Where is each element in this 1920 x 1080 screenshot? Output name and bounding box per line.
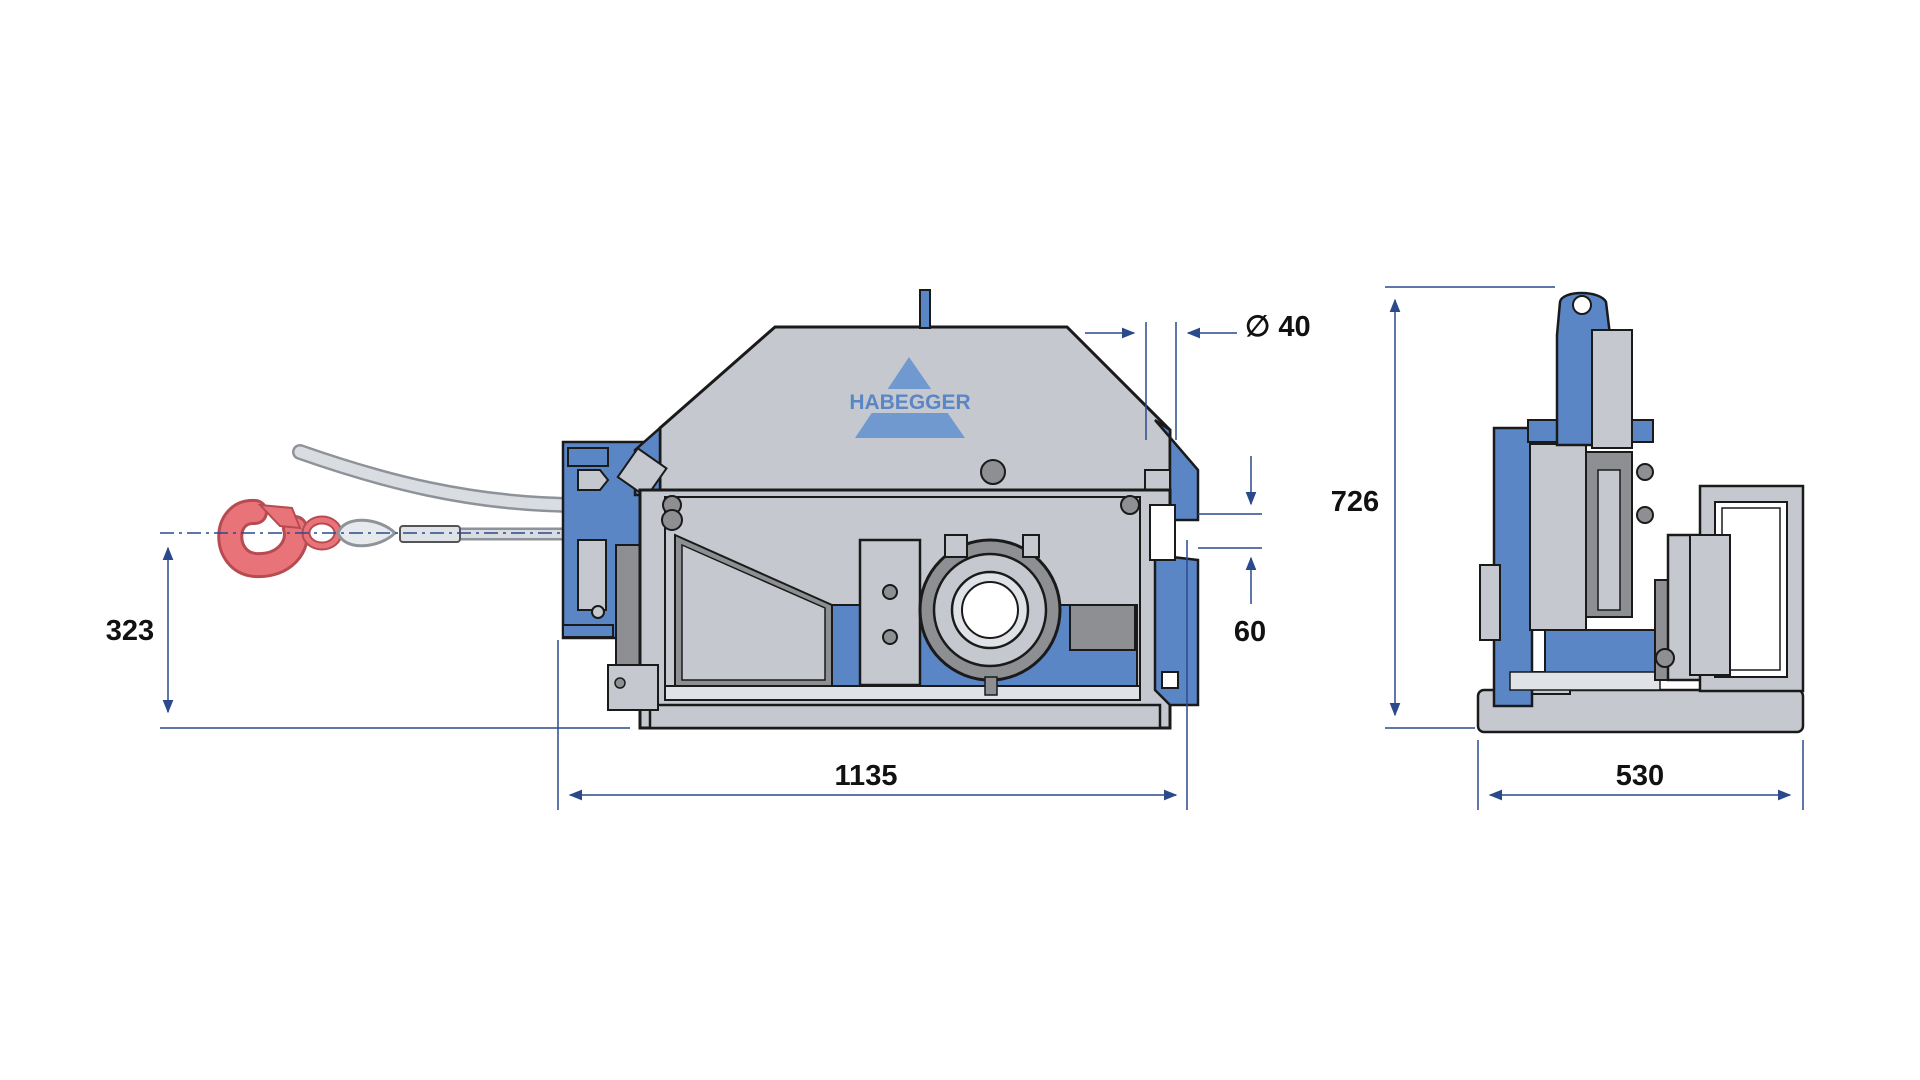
logo-text: HABEGGER [849,391,970,414]
dim-overall-length: 1135 [835,760,898,792]
lower-frame [607,488,1200,730]
dim-overall-height: 726 [1331,486,1379,518]
drive-gear [918,534,1062,696]
side-view [1476,291,1805,734]
front-view: HABEGGER [217,289,1200,730]
dim-inlet-height: 60 [1234,616,1266,648]
dim-overall-width: 530 [1616,760,1664,792]
habegger-logo: HABEGGER [845,357,975,438]
wire-rope [292,444,588,541]
cable-guide [1149,504,1176,561]
dimension-lines [160,286,1804,810]
dim-cable-diameter: ∅ 40 [1245,311,1311,343]
dimension-labels: 323 1135 ∅ 40 60 726 530 [106,311,1664,792]
left-frame-bracket [561,440,650,666]
hook [217,499,461,579]
dim-hook-height: 323 [106,615,154,647]
